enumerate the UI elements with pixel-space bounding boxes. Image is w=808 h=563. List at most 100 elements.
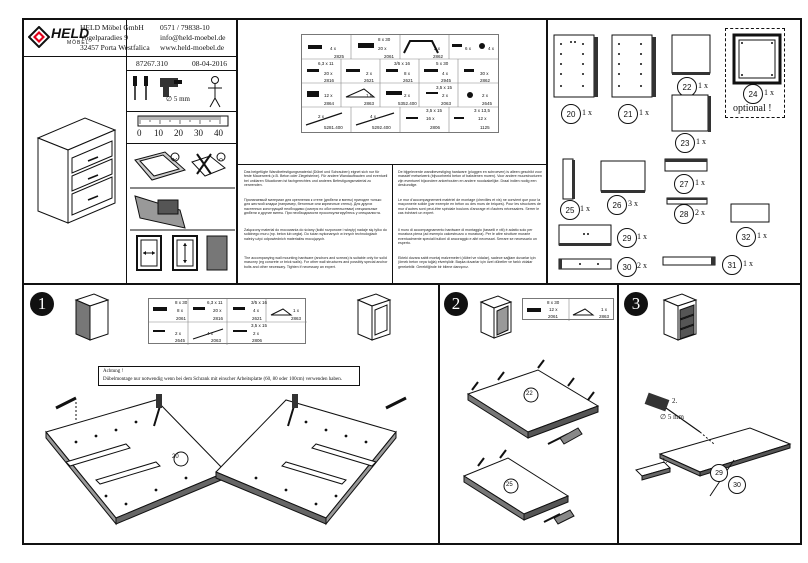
company-street: Vogelparadies 9 — [80, 33, 128, 42]
s1-hw3-size: 3/5 x 16 — [251, 300, 268, 305]
part-31-qty: 1 x — [743, 259, 753, 268]
part-27-drawing — [664, 158, 710, 174]
part-25-qty: 1 x — [580, 204, 590, 213]
hw-r2c2-code: 2621 — [364, 78, 375, 83]
hw-r1c2-qty: 20 x — [378, 46, 387, 51]
part-26-drawing — [600, 160, 648, 194]
ruler-label-20: 20 — [174, 128, 183, 138]
ruler-bottom-line — [126, 143, 237, 144]
part-31-drawing — [662, 255, 718, 269]
company-email: info@held-moebel.de — [160, 33, 226, 42]
hw-r4c3-size: 3,5 x 15 — [426, 108, 443, 113]
step-1-number: 1 — [30, 292, 54, 316]
company-web: www.held-moebel.de — [160, 43, 225, 52]
article-number: 87267.310 — [136, 59, 168, 68]
ruler-label-10: 10 — [154, 128, 163, 138]
col-divider-1 — [236, 18, 238, 284]
article-line — [126, 70, 237, 71]
s2-hw1-qty: 12 x — [549, 307, 558, 312]
optional-part-box — [725, 28, 785, 118]
left-column-divider — [126, 56, 127, 284]
note-de: Das beigefügte Wandbefestigungsmaterial … — [244, 170, 388, 188]
drill-size-label: ∅ 5 mm — [166, 95, 190, 103]
part-23-number: 23 — [675, 133, 695, 153]
hw-r4c1-code: 5281.400 — [324, 125, 343, 130]
note-pl: Załączony materiał do mocowania do ścian… — [244, 228, 387, 241]
s1-hw4-code: 2863 — [291, 316, 302, 321]
assembly-tips-panel — [130, 148, 235, 282]
step-3-cabinet-view — [660, 292, 700, 342]
part-24-number: 24 — [743, 84, 763, 104]
step-3-number: 3 — [624, 292, 648, 316]
s1-hw7-code: 2806 — [252, 338, 263, 343]
part-29-drawing — [558, 224, 612, 248]
held-logo: HELD MÖBEL — [28, 24, 118, 50]
company-name: HELD Möbel GmbH — [80, 23, 144, 32]
ruler-label-0: 0 — [137, 128, 142, 138]
s1-hw1-code: 2061 — [176, 316, 187, 321]
tools-panel: ∅ 5 mm — [130, 74, 235, 110]
s1-hw7-size: 3,5 x 15 — [251, 323, 268, 328]
step-1-cabinet-side-view — [72, 292, 112, 342]
step-2-cabinet-view — [478, 294, 514, 340]
hw-r3c2-code: 2863 — [364, 101, 375, 106]
hw-r2c1-size: 6,3 x 11 — [318, 61, 334, 66]
step-2-part-25: 25 — [506, 482, 513, 488]
hw-r4c3-code: 2806 — [430, 125, 441, 130]
part-28-number: 28 — [674, 204, 694, 224]
hw-r2c3-size: 3/5 x 16 — [394, 61, 411, 66]
ruler-label-30: 30 — [194, 128, 203, 138]
note-fr: Le mur d'accompagnement matériel de mont… — [398, 198, 541, 216]
part-30-drawing — [558, 257, 614, 271]
note-en: The accompanying wall mounting hardware … — [244, 256, 388, 269]
hw-r2c3-code: 2621 — [403, 78, 414, 83]
hardware-table: 4 x 2825 8 x 30 20 x 2061 2 x 2862 6 x 4… — [301, 34, 499, 133]
hw-r3c5-code: 2645 — [482, 101, 493, 106]
s1-hw3-qty: 4 x — [253, 308, 260, 313]
s1-hw4-qty: 1 x — [293, 308, 300, 313]
hw-r3c2-qty: 1 x — [366, 93, 373, 98]
hw-r2c3-qty: 8 x — [404, 71, 411, 76]
hw-r4c2-code: 5292.400 — [372, 125, 391, 130]
s1-hw3-code: 2621 — [252, 316, 263, 321]
s1-hw7-qty: 2 x — [253, 331, 260, 336]
s1-hw2-code: 2816 — [213, 316, 224, 321]
step-1-hardware-table: 8 x 30 8 x 2061 6,3 x 11 20 x 2816 3/5 x… — [148, 298, 307, 345]
part-21-number: 21 — [618, 104, 638, 124]
part-21-drawing — [611, 34, 657, 98]
tools-bottom-line — [126, 111, 237, 112]
col-divider-3 — [438, 284, 440, 545]
hw-r4c3-qty: 16 x — [426, 116, 435, 121]
s2-hw2-qty: 1 x — [601, 307, 608, 312]
part-32-number: 32 — [736, 227, 756, 247]
hw-r2c1-code: 2816 — [324, 78, 335, 83]
step-1-assembly-drawing: 20 — [36, 392, 436, 540]
hw-r4c4-code: 1125 — [480, 125, 490, 130]
section-divider-horizontal — [22, 283, 802, 285]
col-divider-4 — [617, 284, 619, 545]
part-27-qty: 1 x — [695, 178, 705, 187]
hw-r2c2-qty: 2 x — [366, 71, 373, 76]
part-29-qty: 1 x — [637, 232, 647, 241]
part-20-number: 20 — [561, 104, 581, 124]
part-24-qty: 1 x — [764, 88, 774, 97]
part-28-qty: 2 x — [695, 208, 705, 217]
ruler-label-40: 40 — [214, 128, 223, 138]
s2-hw1-code: 2061 — [548, 314, 559, 319]
hw-r2c5-code: 2862 — [480, 78, 491, 83]
hw-r3c5-qty: 2 x — [482, 93, 489, 98]
hw-r3c1-qty: 12 x — [324, 93, 333, 98]
part-20-drawing — [553, 34, 599, 98]
hw-r4c4-qty: 12 x — [478, 116, 487, 121]
hw-r2c4-code: 2945 — [441, 78, 452, 83]
step-2-part-22: 22 — [526, 391, 533, 397]
note-ru: Прилагаемый материал для крепления к сте… — [244, 198, 382, 216]
s1-hw1-size: 8 x 30 — [175, 300, 188, 305]
hw-r1c4-code: 4 x — [488, 46, 495, 51]
s1-hw5-qty: 2 x — [175, 331, 182, 336]
hw-r1c4-qty: 6 x — [465, 46, 472, 51]
company-phone: 0571 / 79838-10 — [160, 23, 210, 32]
header-divider — [126, 18, 127, 56]
hw-r2c1-qty: 20 x — [324, 71, 333, 76]
cabinet-overview-drawing — [30, 108, 122, 228]
